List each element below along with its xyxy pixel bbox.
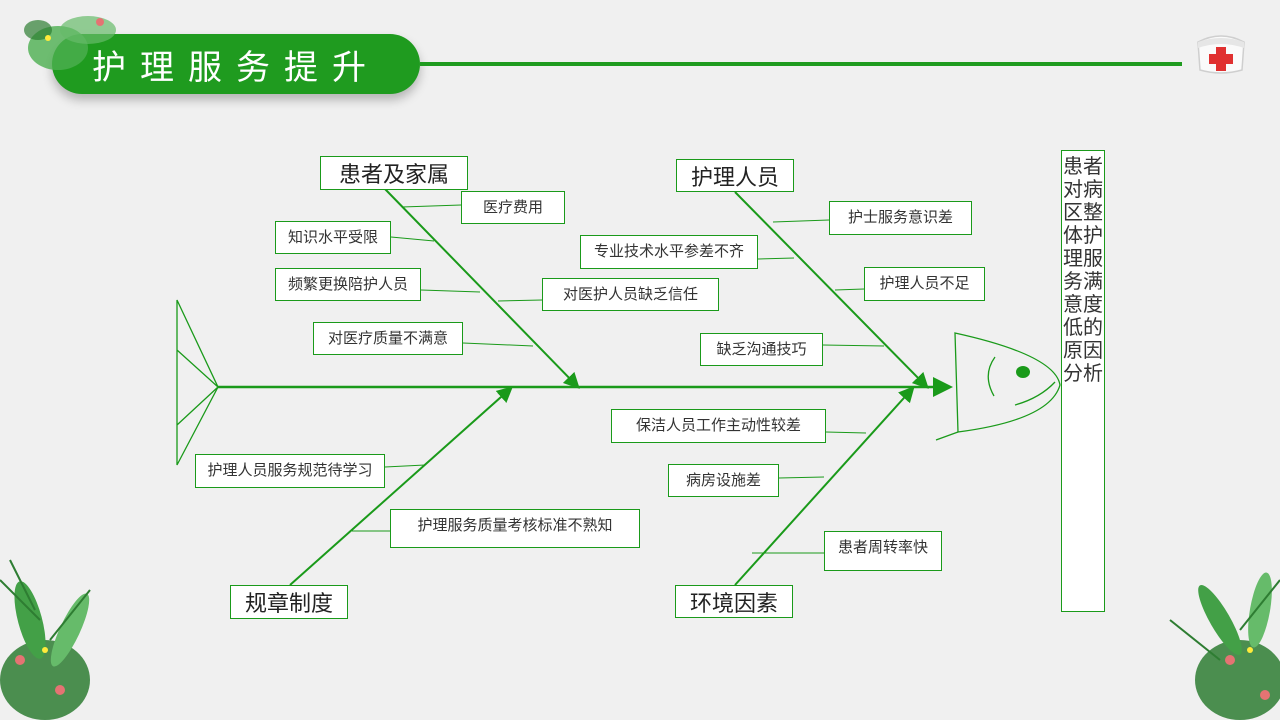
leaf-decoration-icon [24,16,116,70]
page-title: 护理服务提升 [52,34,420,94]
fish-eye [1016,366,1030,378]
leaf-decoration-icon [1169,572,1280,720]
problem-statement: 患者对病区整体护理服务满意度低的原因分析 [1061,150,1105,612]
cause-box: 病房设施差 [668,464,779,497]
leaf-decoration-icon [0,559,91,720]
cause-box: 护士服务意识差 [829,201,972,235]
cause-box: 对医疗质量不满意 [313,322,463,355]
category-nurses: 护理人员 [676,159,794,192]
cause-box: 频繁更换陪护人员 [275,268,421,301]
category-environment: 环境因素 [675,585,793,618]
bone-rules [289,386,513,586]
category-patients: 患者及家属 [320,156,468,190]
cause-box: 护理人员服务规范待学习 [195,454,385,488]
cause-box: 患者周转率快 [824,531,942,571]
cause-box: 专业技术水平参差不齐 [580,235,758,269]
cause-box: 缺乏沟通技巧 [700,333,823,366]
cause-box: 护理人员不足 [864,267,985,301]
bone-patients [384,188,580,389]
cause-box: 知识水平受限 [275,221,391,254]
title-divider [420,62,1182,66]
cause-box: 护理服务质量考核标准不熟知 [390,509,640,548]
cause-box: 医疗费用 [461,191,565,224]
bone-nurses [734,191,929,389]
fish-head [954,332,1061,433]
nurse-cap-icon [1197,35,1245,74]
category-rules: 规章制度 [230,585,348,619]
cause-box: 保洁人员工作主动性较差 [611,409,826,443]
cause-box: 对医护人员缺乏信任 [542,278,719,311]
bone-environment [734,386,915,586]
fish-tail [176,299,219,466]
